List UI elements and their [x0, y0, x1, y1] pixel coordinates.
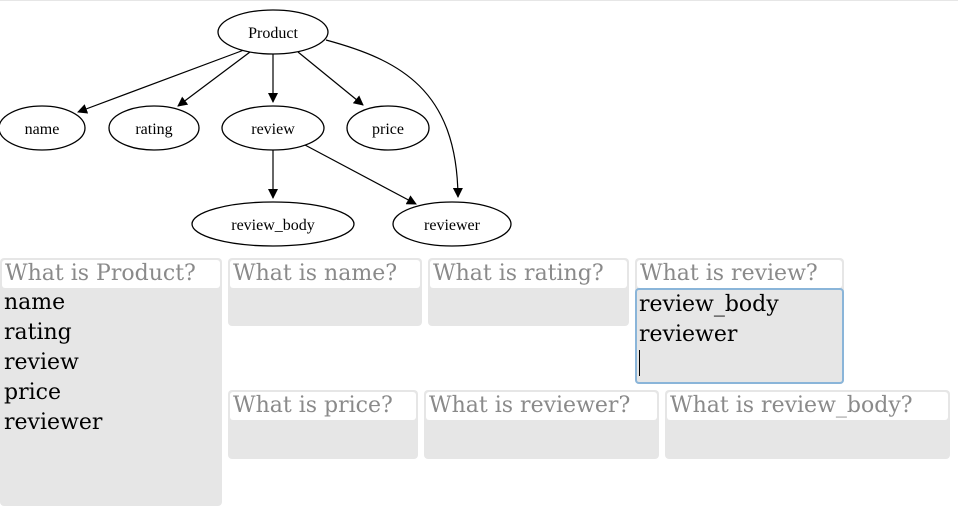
card-reviewer: What is reviewer? — [424, 390, 659, 459]
node-label-price: price — [372, 121, 404, 138]
answers-review-input[interactable]: review_body reviewer — [635, 288, 844, 384]
node-label-review: review — [251, 121, 295, 138]
edge-product-rating — [177, 51, 251, 107]
question-name: What is name? — [230, 260, 420, 288]
card-name: What is name? — [228, 258, 422, 326]
edge-product-name — [77, 49, 245, 114]
graph-node-price: price — [346, 105, 430, 151]
top-divider — [0, 0, 958, 1]
schema-graph: Product name rating review price review_… — [0, 9, 512, 247]
text-caret — [639, 350, 640, 376]
question-review-body: What is review_body? — [667, 392, 948, 420]
question-price: What is price? — [230, 392, 416, 420]
card-review: What is review? review_body reviewer — [635, 258, 844, 384]
card-price: What is price? — [228, 390, 418, 459]
edge-review-reviewer — [304, 144, 417, 205]
card-product: What is Product? name rating review pric… — [0, 258, 222, 506]
answers-product[interactable]: name rating review price reviewer — [4, 290, 103, 435]
graph-node-rating: rating — [108, 105, 200, 151]
card-review-body: What is review_body? — [665, 390, 950, 459]
graph-edges — [77, 39, 463, 205]
card-rating: What is rating? — [428, 258, 629, 326]
node-label-product: Product — [248, 25, 298, 42]
graph-node-review: review — [221, 105, 325, 151]
question-rating: What is rating? — [430, 260, 627, 288]
node-label-reviewer: reviewer — [424, 217, 481, 234]
question-reviewer: What is reviewer? — [426, 392, 657, 420]
node-label-name: name — [25, 121, 60, 138]
question-review: What is review? — [637, 260, 842, 288]
answers-review: review_body reviewer — [639, 292, 779, 347]
edge-product-reviewer — [325, 39, 463, 198]
graph-node-product: Product — [217, 9, 329, 55]
graph-node-name: name — [0, 105, 86, 151]
question-product: What is Product? — [2, 260, 220, 288]
graph-node-review-body: review_body — [191, 201, 355, 247]
graph-node-reviewer: reviewer — [392, 201, 512, 247]
node-label-rating: rating — [135, 121, 172, 138]
node-label-review-body: review_body — [231, 217, 315, 234]
edge-product-price — [297, 51, 364, 106]
